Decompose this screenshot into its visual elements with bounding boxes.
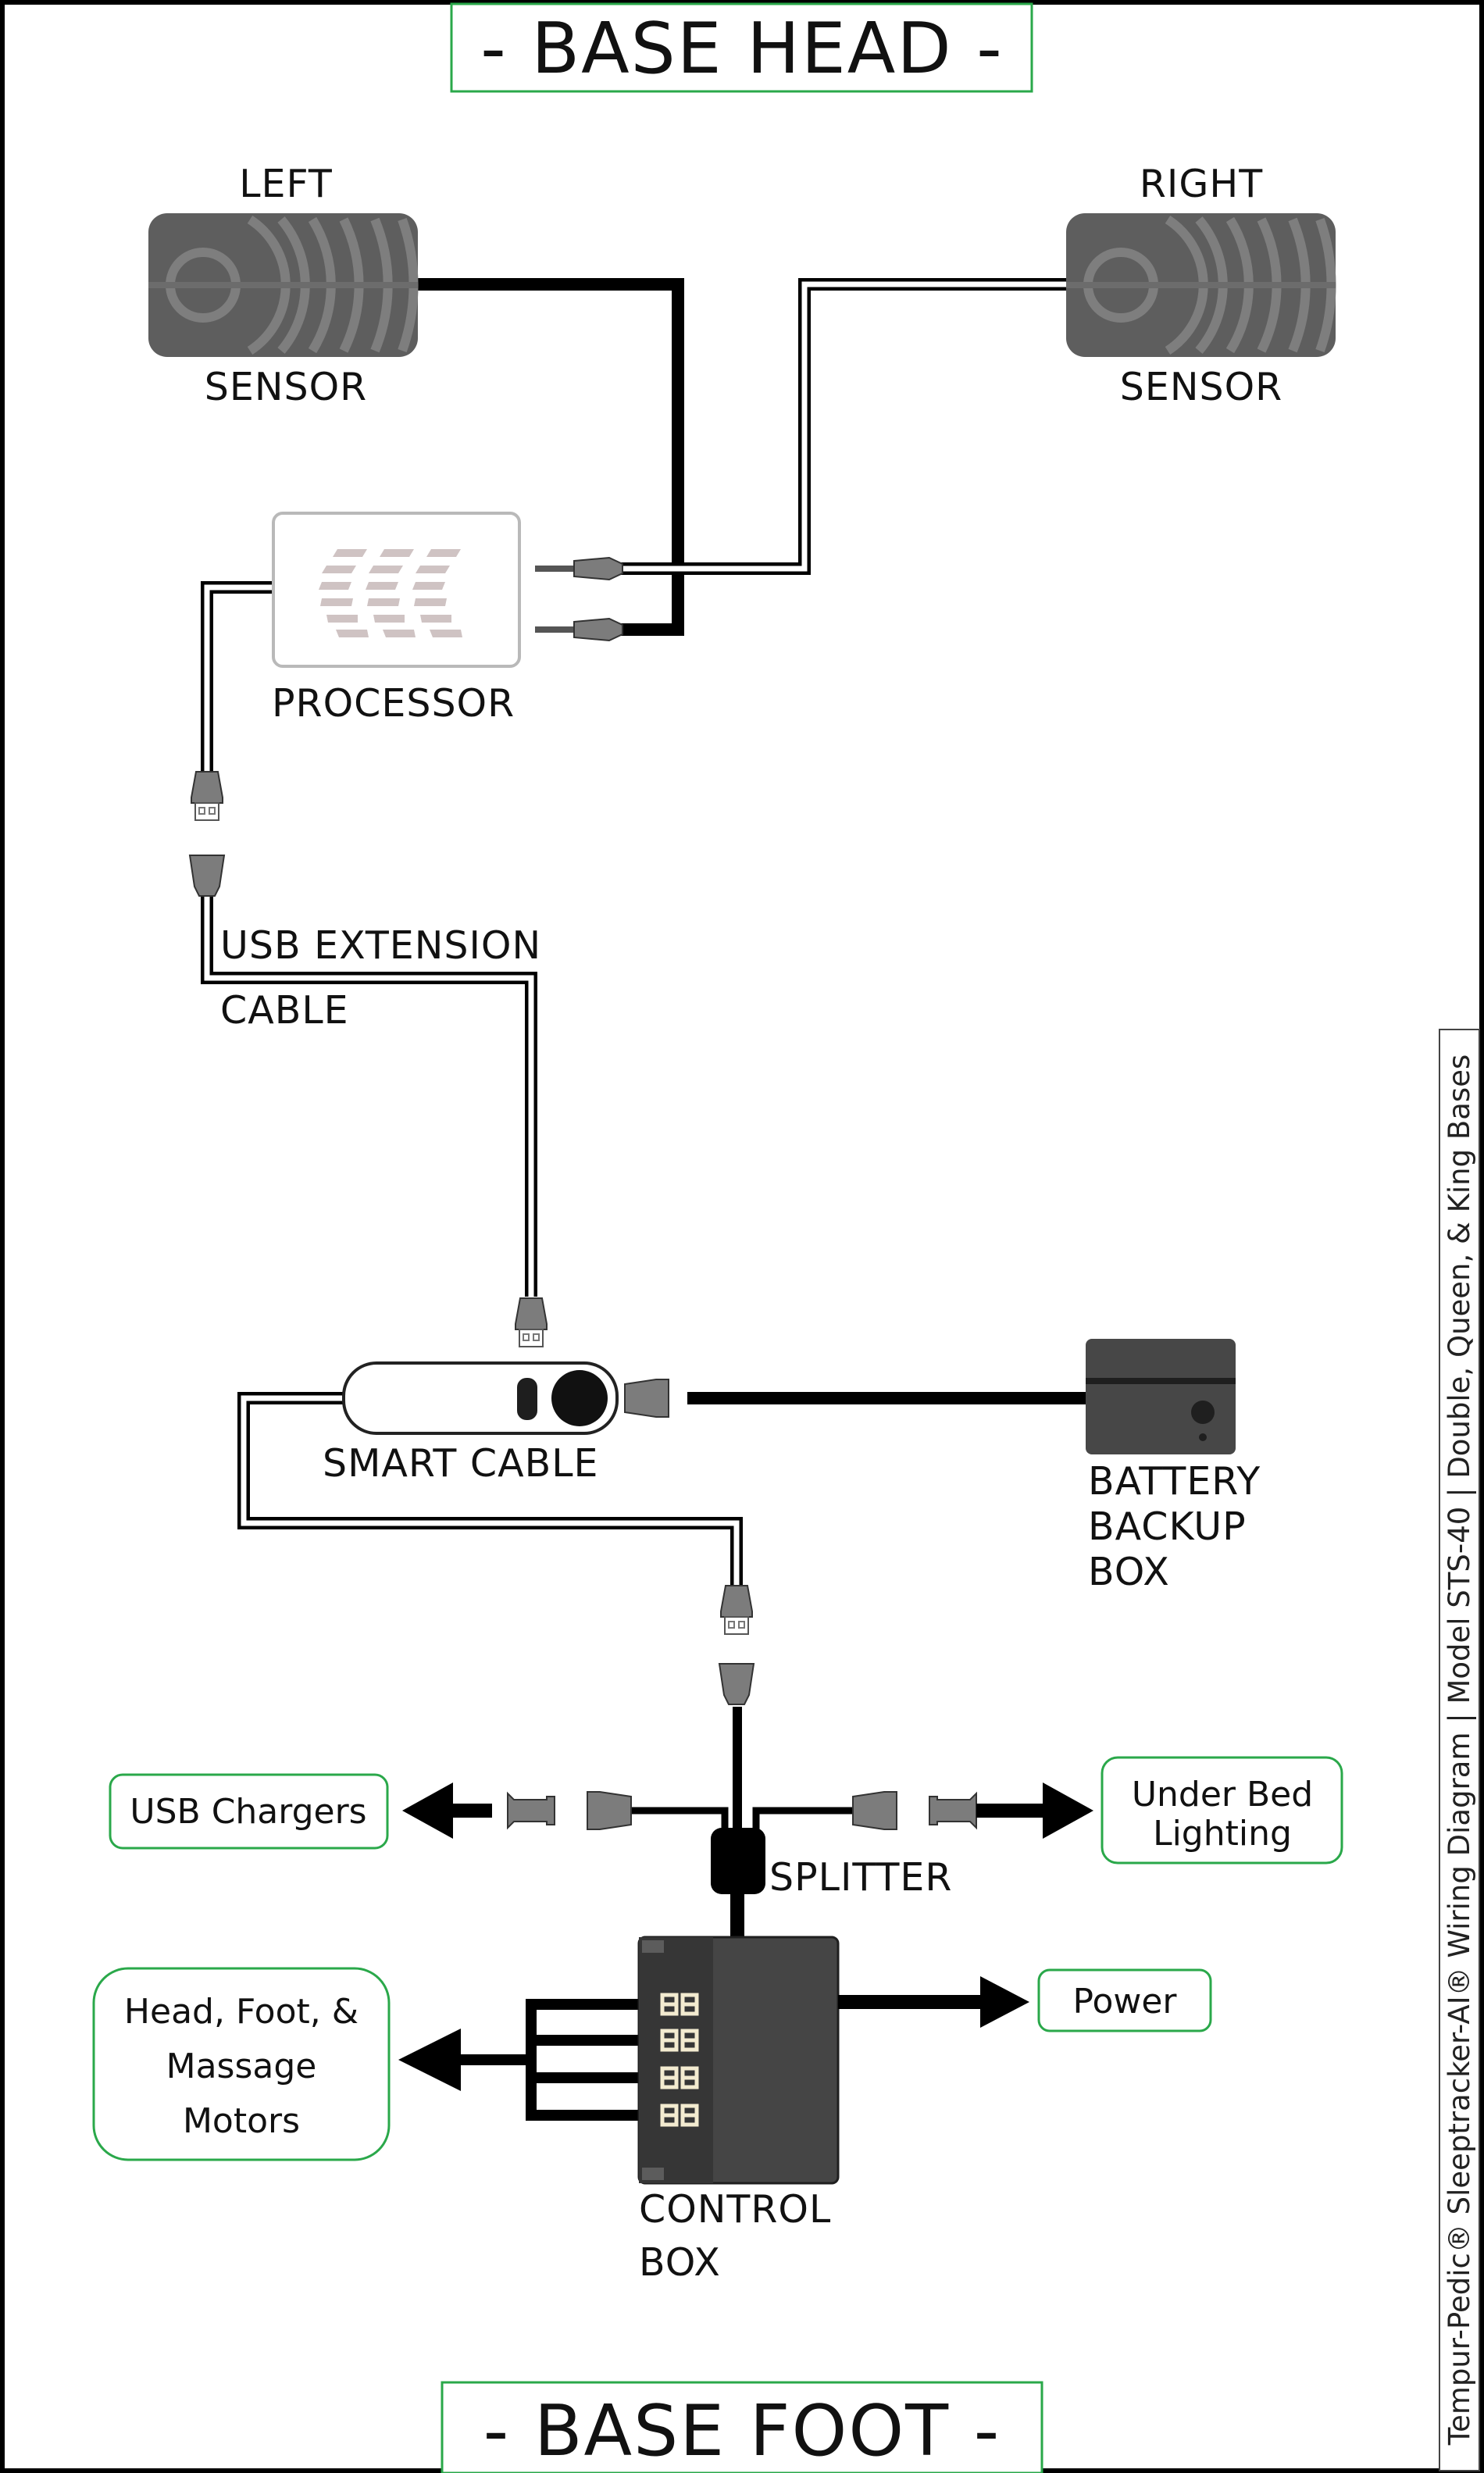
- control-box-label-line1: CONTROL: [639, 2187, 831, 2232]
- base-head-title: - BASE HEAD -: [480, 8, 1004, 90]
- power-label: Power: [1072, 1982, 1177, 2022]
- splitter-cables: [630, 1707, 853, 1939]
- usb-chargers-arrow: [402, 1782, 492, 1839]
- right-sensor-label-bottom: SENSOR: [1120, 365, 1282, 409]
- usb-chargers-socket: [587, 1791, 632, 1830]
- right-sensor-label-top: RIGHT: [1140, 162, 1263, 206]
- motors-arrow: [398, 2029, 461, 2091]
- battery-label-line1: BATTERY: [1088, 1459, 1261, 1504]
- usb-extension-cable: [201, 897, 537, 1297]
- battery-label-line3: BOX: [1088, 1550, 1170, 1594]
- left-sensor-label-top: LEFT: [239, 162, 333, 206]
- left-sensor: [148, 213, 419, 357]
- motors-label-line1: Head, Foot, &: [124, 1992, 359, 2032]
- splitter-input-socket: [719, 1663, 754, 1705]
- motors-label-line3: Motors: [183, 2101, 300, 2141]
- processor-label: PROCESSOR: [272, 681, 515, 726]
- battery-backup-box: [1086, 1339, 1236, 1454]
- motors-label-line2: Massage: [166, 2047, 317, 2086]
- power-box: [1037, 1968, 1212, 2032]
- splitter-label: SPLITTER: [769, 1855, 952, 1900]
- power-arrow: [838, 1976, 1029, 2028]
- usb-extension-socket: [189, 855, 225, 897]
- usb-extension-label-line2: CABLE: [220, 988, 349, 1033]
- motors-box: [92, 1967, 391, 2161]
- under-bed-box: [1101, 1756, 1343, 1865]
- side-caption: Tempur-Pedic® Sleeptracker-AI® Wiring Di…: [1443, 1055, 1476, 2446]
- smart-cable-unit: [342, 1361, 619, 1435]
- smart-cable-label: SMART CABLE: [323, 1441, 599, 1486]
- usb-extension-plug: [515, 1297, 548, 1347]
- right-sensor: [1066, 213, 1336, 357]
- usb-extension-label-line1: USB EXTENSION: [220, 923, 541, 968]
- smart-cable-lead: [237, 1392, 743, 1586]
- processor-usb-cable: [201, 581, 273, 772]
- under-bed-socket: [852, 1791, 897, 1830]
- base-foot-title: - BASE FOOT -: [483, 2390, 1001, 2472]
- base-foot-title-box: [441, 2381, 1043, 2473]
- right-sensor-cable: [621, 278, 1067, 575]
- usb-chargers-box: [109, 1773, 389, 1850]
- left-sensor-cable: [416, 278, 684, 636]
- motor-cables: [457, 1999, 640, 2121]
- usb-chargers-label: USB Chargers: [130, 1792, 366, 1832]
- processor-plug-top: [535, 556, 623, 581]
- battery-cable-plug: [624, 1379, 669, 1418]
- base-head-title-box: [450, 2, 1033, 93]
- side-caption-box: [1439, 1029, 1480, 2471]
- battery-label-line2: BACKUP: [1088, 1504, 1247, 1549]
- smart-cable-lead-plug: [720, 1585, 753, 1635]
- processor-usb-plug: [191, 771, 223, 821]
- processor-unit: [272, 512, 521, 668]
- under-bed-arrow: [976, 1782, 1093, 1839]
- under-bed-plug: [929, 1793, 977, 1829]
- usb-chargers-plug: [507, 1793, 555, 1829]
- control-box: [637, 1936, 840, 2185]
- under-bed-label-line1: Under Bed: [1132, 1775, 1313, 1815]
- under-bed-label-line2: Lighting: [1153, 1814, 1292, 1854]
- splitter: [711, 1828, 765, 1894]
- control-box-label-line2: BOX: [639, 2240, 721, 2285]
- left-sensor-label-bottom: SENSOR: [205, 365, 367, 409]
- processor-plug-bottom: [535, 617, 623, 642]
